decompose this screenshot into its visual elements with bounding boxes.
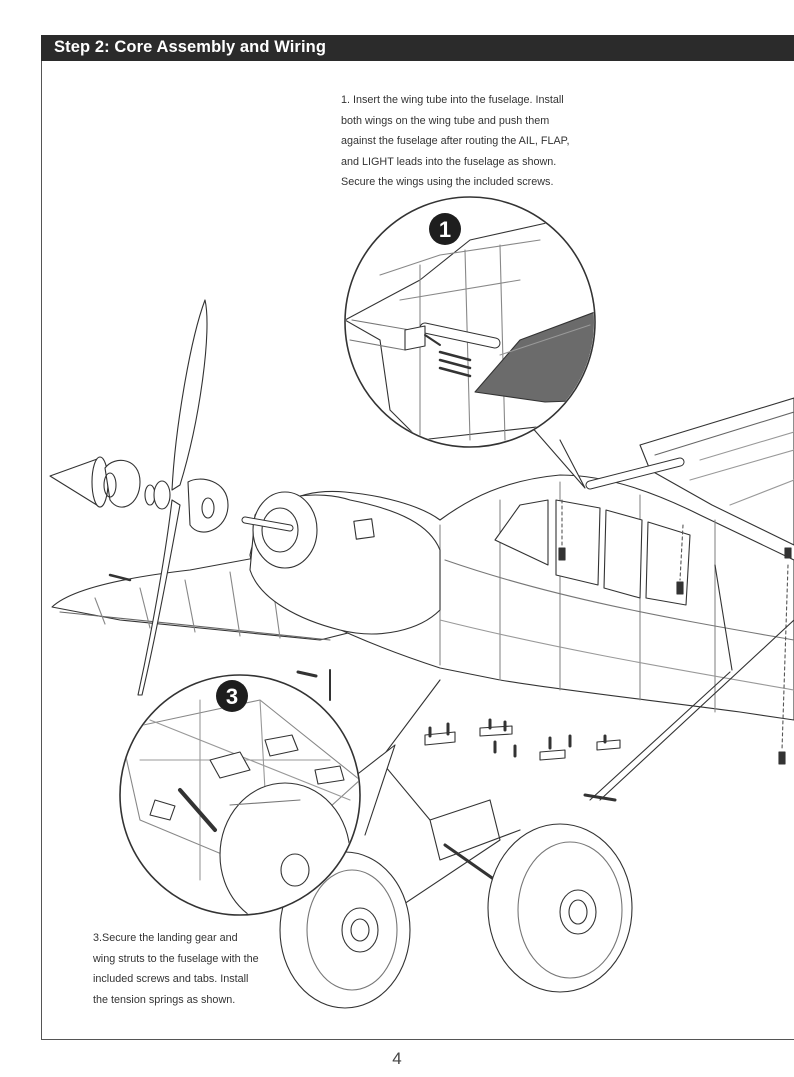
page-number: 4 bbox=[392, 1049, 402, 1068]
detail-callout-1 bbox=[344, 196, 596, 489]
step1-line: Secure the wings using the included scre… bbox=[341, 176, 554, 188]
spinner-cone bbox=[49, 456, 109, 508]
step1-line: 1. Insert the wing tube into the fuselag… bbox=[341, 94, 564, 106]
step1-badge: 1 bbox=[439, 217, 451, 242]
landing-gear-struts bbox=[296, 669, 521, 921]
prop-hub-plate bbox=[187, 478, 229, 533]
step3-instructions: 3.Secure the landing gear and wing strut… bbox=[93, 928, 259, 1010]
right-wing-strut bbox=[583, 564, 794, 802]
screws bbox=[558, 547, 792, 765]
fuselage bbox=[241, 474, 794, 721]
step3-badge: 3 bbox=[226, 684, 238, 709]
spinner-backplate bbox=[103, 459, 171, 510]
step3-line: 3.Secure the landing gear and bbox=[93, 932, 238, 944]
section-title: Step 2: Core Assembly and Wiring bbox=[54, 38, 326, 56]
rear-wheel bbox=[487, 823, 633, 993]
step3-line: included screws and tabs. Install bbox=[93, 973, 249, 985]
loose-hardware bbox=[424, 718, 621, 761]
page-frame bbox=[41, 35, 794, 1040]
propeller bbox=[137, 299, 208, 696]
detail-callout-3 bbox=[119, 674, 396, 916]
screw-guides bbox=[561, 499, 789, 751]
step3-line: the tension springs as shown. bbox=[93, 993, 236, 1006]
section-header-bar bbox=[41, 35, 794, 61]
step3-line: wing struts to the fuselage with the bbox=[93, 952, 259, 965]
step1-line: against the fuselage after routing the A… bbox=[341, 135, 570, 147]
step1-line: both wings on the wing tube and push the… bbox=[341, 114, 550, 127]
step1-instructions: 1. Insert the wing tube into the fuselag… bbox=[341, 90, 570, 193]
step1-line: and LIGHT leads into the fuselage as sho… bbox=[341, 155, 557, 168]
wing-tube bbox=[585, 457, 685, 490]
